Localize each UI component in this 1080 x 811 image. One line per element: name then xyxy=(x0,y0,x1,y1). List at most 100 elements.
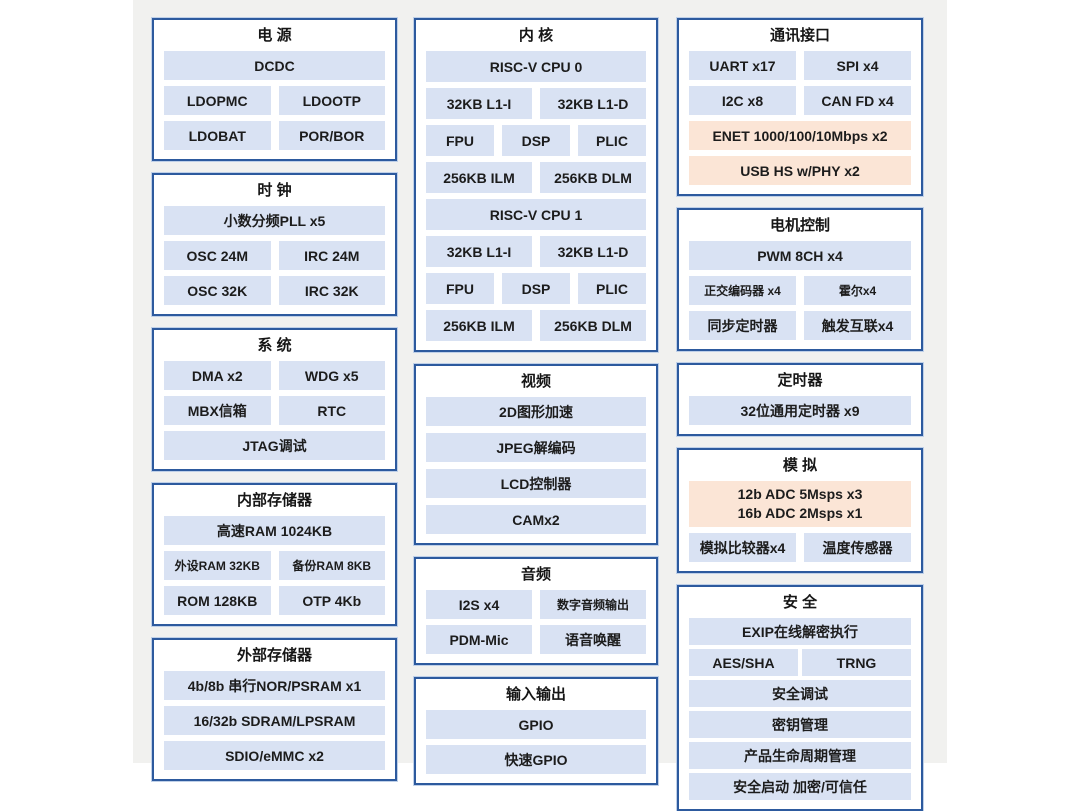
diagram-block: 触发互联x4 xyxy=(804,311,911,340)
diagram-block: PDM-Mic xyxy=(426,625,532,654)
block-row: 产品生命周期管理 xyxy=(689,742,911,769)
diagram-block: LCD控制器 xyxy=(426,469,646,498)
diagram-block: MBX信箱 xyxy=(164,396,271,425)
diagram-block: 外设RAM 32KB xyxy=(164,551,271,580)
diagram-block: DCDC xyxy=(164,51,385,80)
diagram-block: PLIC xyxy=(578,273,646,304)
block-row: GPIO xyxy=(426,710,646,739)
block-row: ENET 1000/100/10Mbps x2 xyxy=(689,121,911,150)
block-row: 小数分频PLL x5 xyxy=(164,206,385,235)
diagram-block: 32位通用定时器 x9 xyxy=(689,396,911,425)
diagram-block: 产品生命周期管理 xyxy=(689,742,911,769)
panel-title-power: 电 源 xyxy=(257,27,292,44)
block-row: I2C x8 CAN FD x4 xyxy=(689,86,911,115)
block-row: JPEG解编码 xyxy=(426,433,646,462)
diagram-block: 2D图形加速 xyxy=(426,397,646,426)
block-row: 模拟比较器x4 温度传感器 xyxy=(689,533,911,562)
diagram-block: 密钥管理 xyxy=(689,711,911,738)
diagram-block: 备份RAM 8KB xyxy=(278,551,385,580)
diagram-block: 32KB L1-I xyxy=(426,88,532,119)
panel-title-audio: 音频 xyxy=(520,566,551,583)
block-row: PWM 8CH x4 xyxy=(689,241,911,270)
panel-title-motor: 电机控制 xyxy=(769,217,830,234)
panel-title-clock: 时 钟 xyxy=(257,182,292,199)
diagram-block: 数字音频输出 xyxy=(540,590,646,619)
panel-title-io: 输入输出 xyxy=(505,686,566,703)
diagram-block: IRC 32K xyxy=(278,276,385,305)
diagram-block: 32KB L1-D xyxy=(540,236,646,267)
diagram-block: RISC-V CPU 1 xyxy=(426,199,646,230)
block-row: DCDC xyxy=(164,51,385,80)
block-row: 32KB L1-I 32KB L1-D xyxy=(426,88,646,119)
panel-title-external-memory: 外部存储器 xyxy=(236,647,312,664)
diagram-block: ENET 1000/100/10Mbps x2 xyxy=(689,121,911,150)
diagram-block: OSC 32K xyxy=(164,276,271,305)
block-row: 安全启动 加密/可信任 xyxy=(689,773,911,800)
block-row: EXIP在线解密执行 xyxy=(689,618,911,645)
block-row: 同步定时器触发互联x4 xyxy=(689,311,911,340)
block-row: 安全调试 xyxy=(689,680,911,707)
diagram-block: LDOOTP xyxy=(278,86,385,115)
diagram-block: DSP xyxy=(502,125,570,156)
diagram-block: SDIO/eMMC x2 xyxy=(164,741,385,770)
panel-title-system: 系 统 xyxy=(257,337,292,354)
diagram-block: AES/SHA xyxy=(689,649,798,676)
diagram-block: 32KB L1-D xyxy=(540,88,646,119)
diagram-block: I2C x8 xyxy=(689,86,796,115)
diagram-block: 安全启动 加密/可信任 xyxy=(689,773,911,800)
block-row: 2D图形加速 xyxy=(426,397,646,426)
diagram-block: USB HS w/PHY x2 xyxy=(689,156,911,185)
diagram-block: 温度传感器 xyxy=(804,533,911,562)
block-row: 32位通用定时器 x9 xyxy=(689,396,911,425)
diagram-block: LDOBAT xyxy=(164,121,271,150)
diagram-block: 模拟比较器x4 xyxy=(689,533,796,562)
block-row: 密钥管理 xyxy=(689,711,911,738)
diagram-block: I2S x4 xyxy=(426,590,532,619)
diagram-block: 256KB DLM xyxy=(540,162,646,193)
diagram-block: JTAG调试 xyxy=(164,431,385,460)
diagram-block: OTP 4Kb xyxy=(278,586,385,615)
panel-title-video: 视频 xyxy=(520,373,551,390)
diagram-block: 256KB ILM xyxy=(426,310,532,341)
diagram-block: TRNG xyxy=(802,649,911,676)
block-row: RISC-V CPU 0 xyxy=(426,51,646,82)
diagram-block: 语音唤醒 xyxy=(540,625,646,654)
diagram-block: 4b/8b 串行NOR/PSRAM x1 xyxy=(164,671,385,700)
diagram-block: PLIC xyxy=(578,125,646,156)
block-row: USB HS w/PHY x2 xyxy=(689,156,911,185)
diagram-block: DSP xyxy=(502,273,570,304)
block-row: PDM-Mic 语音唤醒 xyxy=(426,625,646,654)
panel-title-security: 安 全 xyxy=(782,594,818,611)
diagram-block: 同步定时器 xyxy=(689,311,796,340)
diagram-block: 高速RAM 1024KB xyxy=(164,516,385,545)
diagram-block: CAN FD x4 xyxy=(804,86,911,115)
panel-title-internal-memory: 内部存储器 xyxy=(236,492,312,509)
diagram-block: JPEG解编码 xyxy=(426,433,646,462)
diagram-block: OSC 24M xyxy=(164,241,271,270)
block-label: 12b ADC 5Msps x3 xyxy=(737,486,863,502)
block-row: 高速RAM 1024KB xyxy=(164,516,385,545)
